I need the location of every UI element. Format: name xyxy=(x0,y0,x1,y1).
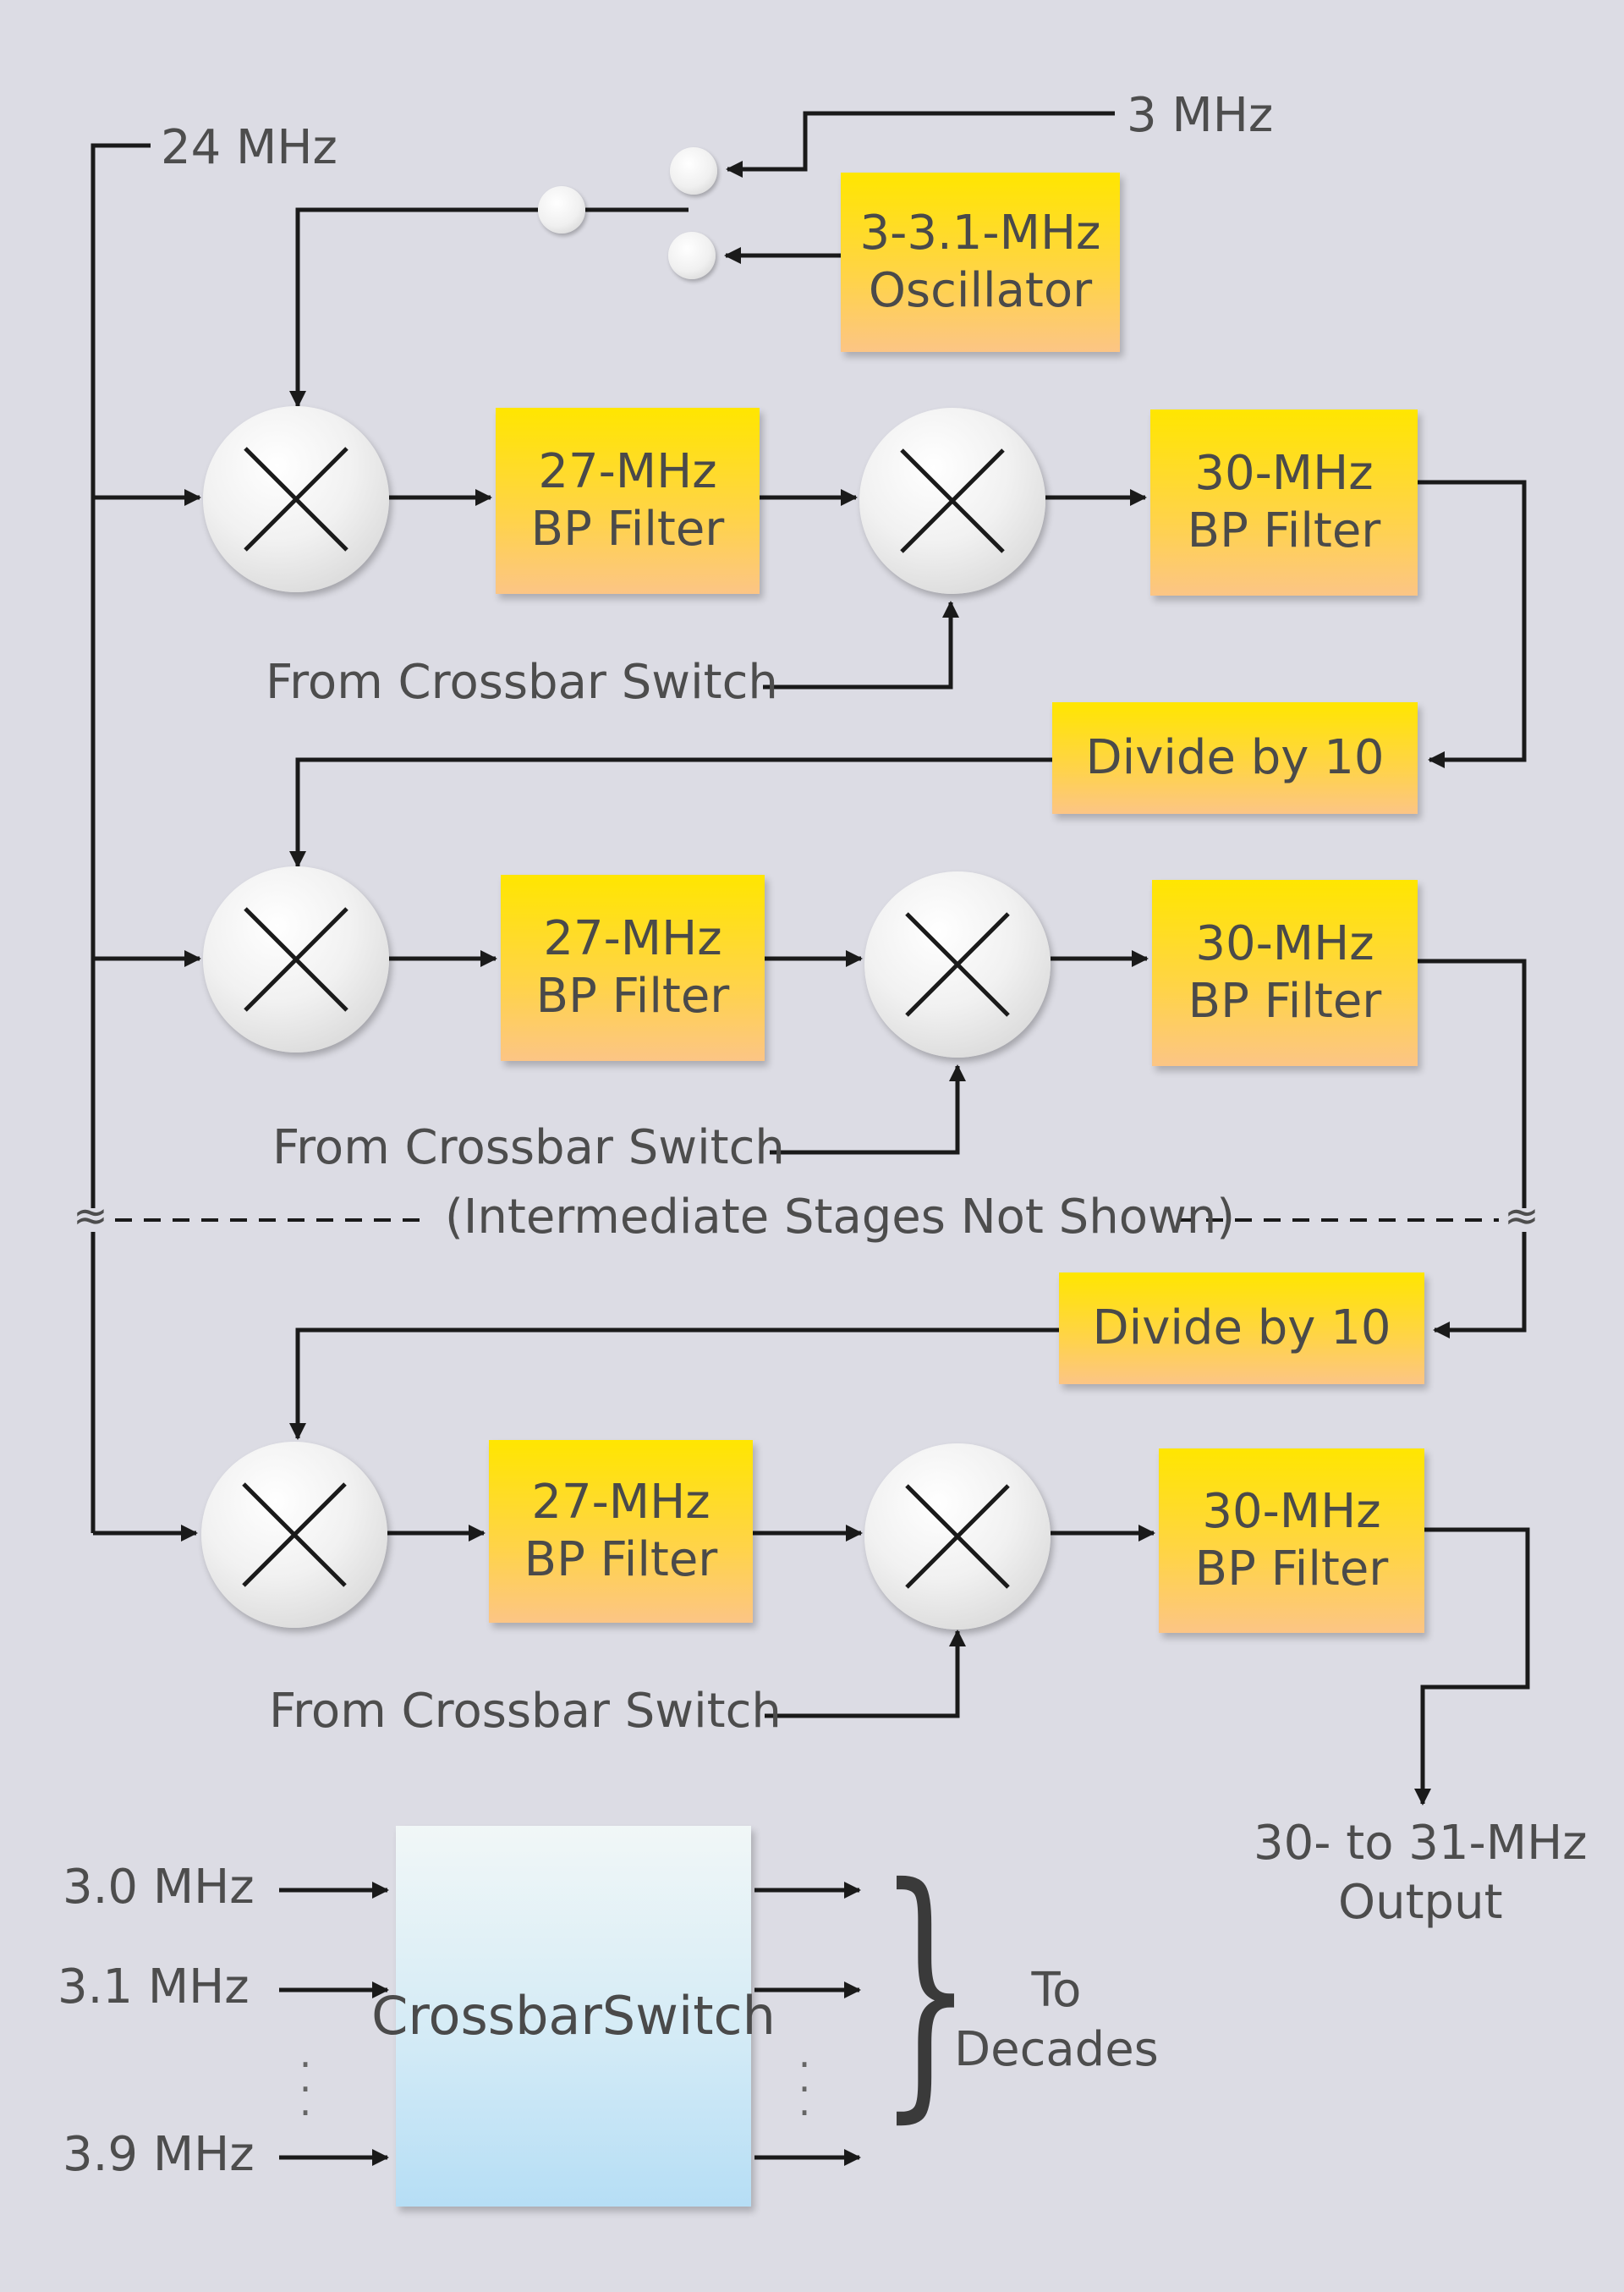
mixer-x-icon xyxy=(905,912,1010,1017)
crossbar-source-label-stage3: From Crossbar Switch xyxy=(269,1684,782,1739)
output-label-line1: 30- to 31-MHz xyxy=(1254,1816,1588,1871)
ref-24-label: 24 MHz xyxy=(161,120,337,175)
mixer-x-icon xyxy=(244,907,348,1012)
switch-to-mixer1 xyxy=(289,207,538,408)
crossbar-input-last: 3.9 MHz xyxy=(63,2127,255,2182)
divider-stage2: Divide by 10 xyxy=(1059,1272,1424,1384)
s1-divider-to-mixer2 xyxy=(289,757,1052,868)
crossbar-input-ellipsis-icon: ··· xyxy=(299,2042,312,2136)
decades-brace-icon: } xyxy=(878,1831,973,2146)
s2-divider-to-mixer3 xyxy=(289,1327,1059,1440)
mixer-stage2-a xyxy=(203,866,389,1053)
to-decades-line1: To xyxy=(1031,1963,1082,2018)
mixer-stage3-a xyxy=(201,1442,387,1628)
mixer-x-icon xyxy=(905,1484,1010,1589)
s1-to-divider xyxy=(1418,480,1527,768)
s2-to-divider-lower xyxy=(1433,1232,1527,1338)
ref-3-label: 3 MHz xyxy=(1127,88,1274,143)
switch-pivot-node xyxy=(538,186,585,234)
filter-30-label-line2: BP Filter xyxy=(1194,1542,1389,1597)
to-decades-label: To Decades xyxy=(954,1961,1159,2080)
crossbar-output-ellipsis-icon: ··· xyxy=(798,2042,811,2136)
filter-27-label-line1: 27-MHz xyxy=(543,910,722,966)
filter-27-label-line2: BP Filter xyxy=(530,502,725,557)
mixer-stage1-b xyxy=(859,408,1045,594)
s1-crossbar-feed xyxy=(763,601,959,690)
filter-27-label-line2: BP Filter xyxy=(524,1532,718,1587)
ref-24-bus xyxy=(91,143,151,1208)
break-mark-left: ≈ xyxy=(73,1191,108,1240)
filter-30-label-line2: BP Filter xyxy=(1187,503,1381,558)
s2-to-divider-upper xyxy=(1418,959,1527,1208)
crossbar-label-line1: Crossbar xyxy=(371,1985,602,2047)
mixer-stage3-b xyxy=(864,1443,1051,1630)
filter-30-label-line1: 30-MHz xyxy=(1202,1483,1381,1539)
crossbar-switch-block: CrossbarSwitch xyxy=(371,1826,776,2207)
switch-contact-oscillator xyxy=(668,232,716,279)
output-label: 30- to 31-MHz Output xyxy=(1254,1814,1588,1932)
divider-label: Divide by 10 xyxy=(1085,729,1385,785)
crossbar-label-line2: Switch xyxy=(601,1985,776,2047)
oscillator-label-line1: 3-3.1-MHz xyxy=(859,205,1101,261)
mixer-x-icon xyxy=(242,1482,347,1587)
filter-30-label-line1: 30-MHz xyxy=(1195,915,1374,971)
s3-to-output xyxy=(1414,1527,1530,1806)
mixer-x-icon xyxy=(900,448,1005,553)
break-mark-right: ≈ xyxy=(1504,1191,1539,1240)
crossbar-source-label-stage1: From Crossbar Switch xyxy=(266,655,778,710)
divider-label: Divide by 10 xyxy=(1092,1300,1391,1355)
filter-27-label-line1: 27-MHz xyxy=(538,443,717,499)
divider-stage1: Divide by 10 xyxy=(1052,702,1418,814)
mixer-stage1-a xyxy=(203,406,389,592)
filter-27-label-line1: 27-MHz xyxy=(531,1474,710,1530)
s3-crossbar-feed xyxy=(765,1630,966,1718)
filter-27-label-line2: BP Filter xyxy=(535,969,730,1024)
output-label-line2: Output xyxy=(1338,1875,1503,1930)
omitted-stages-label: (Intermediate Stages Not Shown) xyxy=(445,1190,1236,1245)
crossbar-source-label-stage2: From Crossbar Switch xyxy=(272,1120,785,1175)
oscillator-label-line2: Oscillator xyxy=(868,263,1093,318)
filter-30-label-line1: 30-MHz xyxy=(1194,445,1374,501)
ref-3-line xyxy=(726,111,1115,178)
mixer-stage2-b xyxy=(864,871,1051,1058)
s2-crossbar-feed xyxy=(770,1064,966,1155)
crossbar-input-first: 3.0 MHz xyxy=(63,1860,255,1915)
filter-30-label-line2: BP Filter xyxy=(1188,974,1382,1029)
mixer-x-icon xyxy=(244,447,348,552)
to-decades-line2: Decades xyxy=(954,2022,1159,2077)
crossbar-input-second: 3.1 MHz xyxy=(58,1959,250,2014)
switch-contact-3mhz xyxy=(670,147,717,195)
